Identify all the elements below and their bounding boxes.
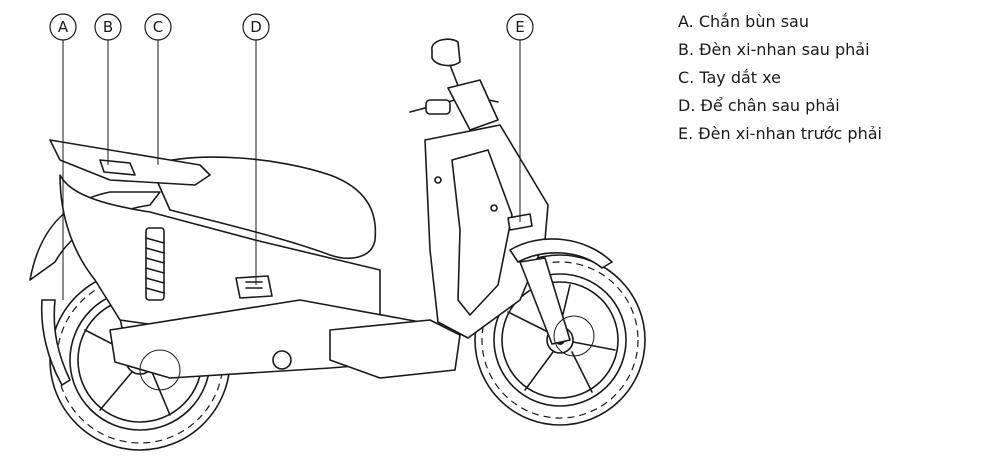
front-fender: [509, 238, 613, 269]
callout-b-letter: B: [103, 18, 113, 36]
callout-e-letter: E: [515, 18, 524, 36]
legend-item-a: A. Chắn bùn sau: [678, 12, 809, 31]
callout-b: B: [94, 13, 122, 41]
legend-item-e: E. Đèn xi-nhan trước phải: [678, 124, 882, 143]
callout-c: C: [144, 13, 172, 41]
callout-d-letter: D: [250, 18, 262, 36]
rear-footrest: [235, 275, 273, 299]
rear-shock: [145, 227, 165, 301]
legend-item-d: D. Để chân sau phải: [678, 96, 840, 115]
callout-a: A: [49, 13, 77, 41]
callout-c-letter: C: [153, 18, 163, 36]
callout-e: E: [506, 13, 534, 41]
front-fork: [519, 257, 571, 345]
scooter-illustration-icon: [29, 38, 646, 451]
seat: [149, 156, 377, 259]
mirror: [431, 38, 461, 67]
headset: [447, 79, 499, 131]
legend-item-b: B. Đèn xi-nhan sau phải: [678, 40, 870, 59]
callout-d: D: [242, 13, 270, 41]
rear-indicator: [99, 159, 136, 176]
front-apron: [424, 124, 549, 339]
legend-item-c: C. Tay dắt xe: [678, 68, 781, 87]
scooter-diagram: A B C D E: [29, 13, 646, 451]
floorboard: [329, 319, 461, 379]
parts-legend: A. Chắn bùn sau B. Đèn xi-nhan sau phải …: [678, 8, 882, 148]
callout-a-letter: A: [58, 18, 69, 36]
leader-lines: [62, 40, 521, 300]
rear-mudguard-lower: [40, 299, 71, 386]
